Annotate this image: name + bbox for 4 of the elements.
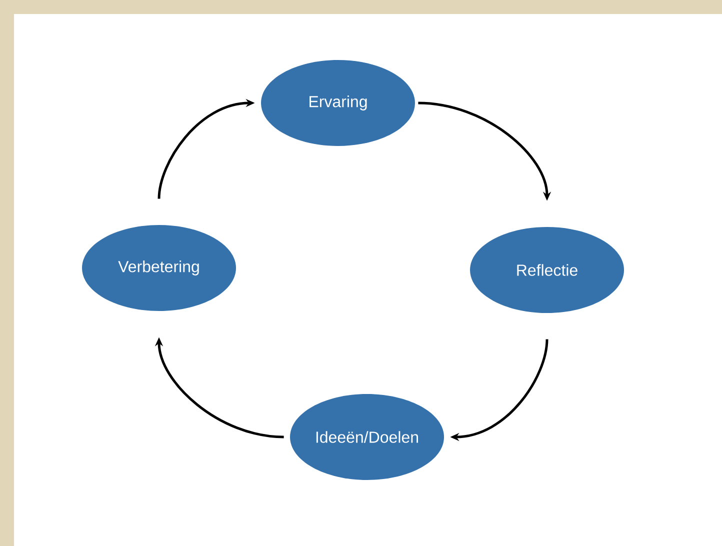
ellipse-node: Ideeën/Doelen bbox=[290, 394, 444, 480]
ellipse-node: Ervaring bbox=[261, 60, 415, 146]
ellipse-node: Reflectie bbox=[470, 227, 624, 313]
ellipse-node: Verbetering bbox=[82, 225, 236, 311]
